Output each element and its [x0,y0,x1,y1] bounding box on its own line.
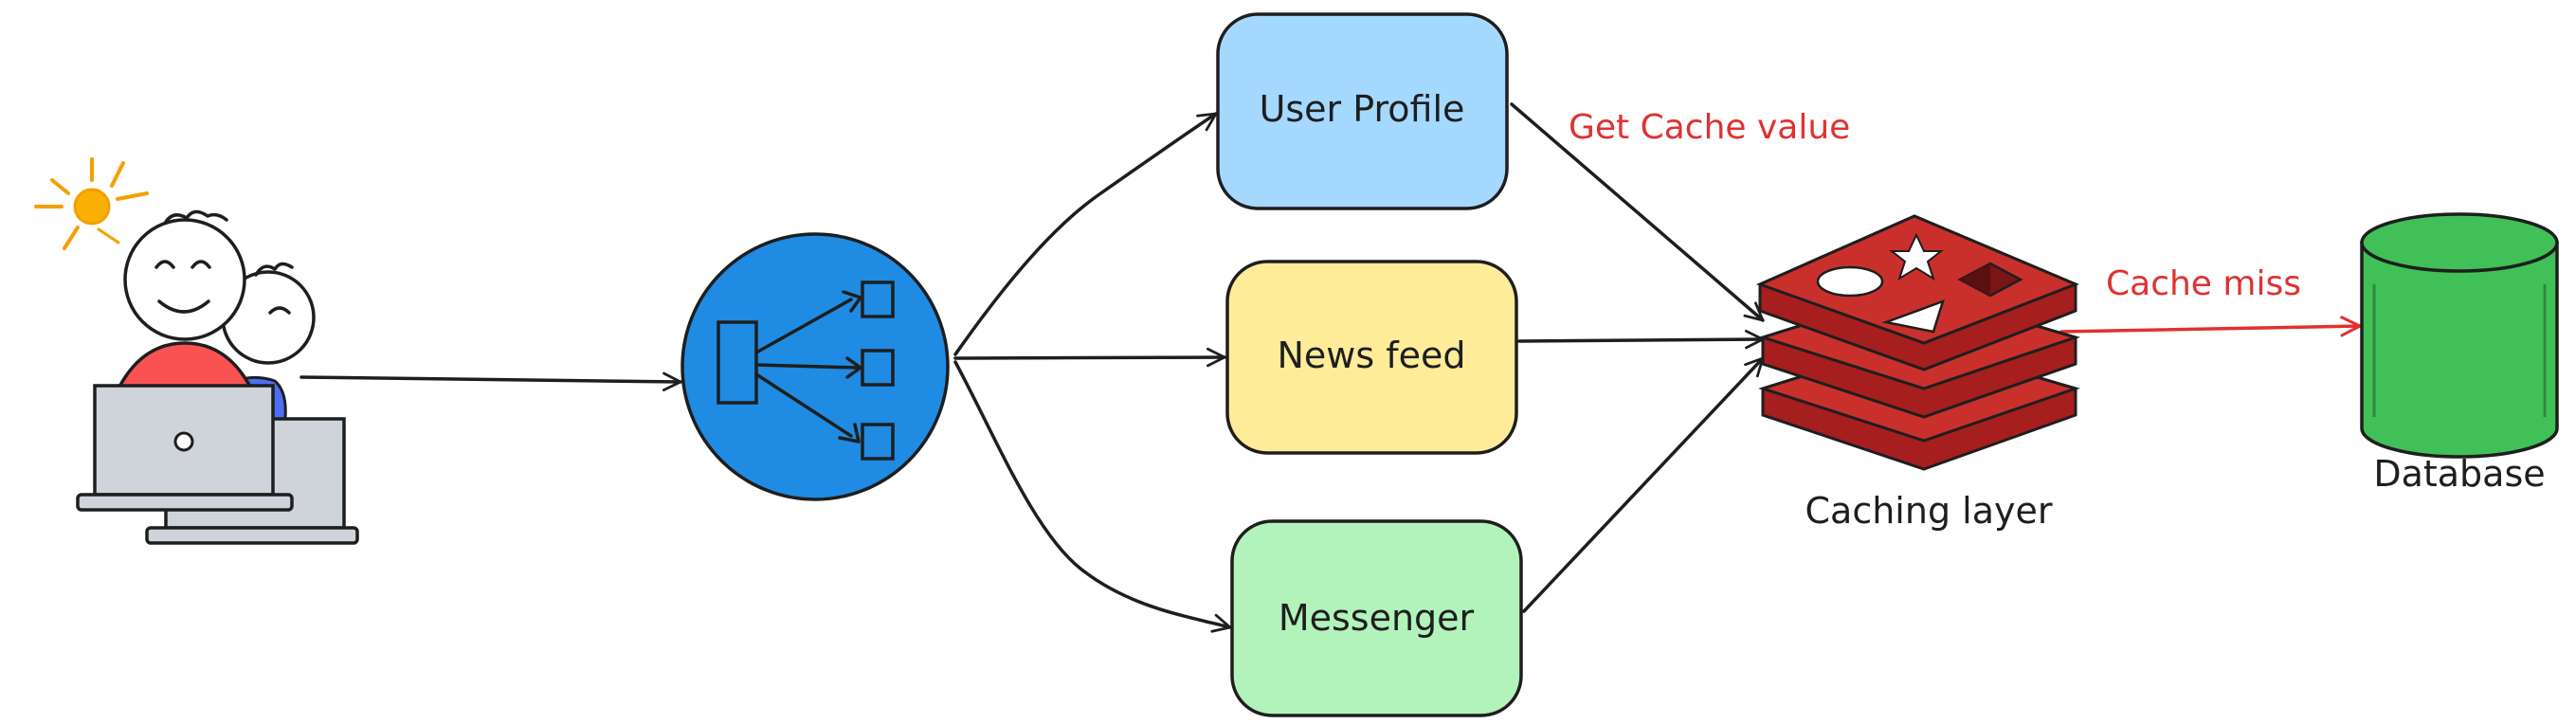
service-user-profile: User Profile [1216,12,1509,210]
service-box-bg [1230,519,1523,717]
arrow-user-to-load-balancer [299,371,682,391]
service-label: Messenger [1279,597,1475,639]
light-bulb-icon [34,157,149,250]
get-cache-value-label: Get Cache value [1569,108,1850,147]
arrow-user-profile-to-cache [1510,102,1765,322]
arrow-news-feed-to-cache [1517,329,1765,350]
service-messenger: Messenger [1230,519,1523,717]
connections [299,102,2362,633]
arrow-messenger-to-cache [1522,356,1765,613]
service-label: User Profile [1260,88,1465,130]
arrow-lb-to-news-feed [953,347,1226,368]
arrow-lb-to-messenger [953,360,1232,633]
cache-miss-label: Cache miss [2106,264,2301,303]
arrow-lb-to-user-profile [953,112,1218,356]
front-person [116,209,254,390]
cache-caption: Caching layer [1805,490,2053,532]
load-balancer-icon [680,232,950,501]
service-label: News feed [1277,335,1465,376]
service-box-bg [1225,260,1518,455]
database-cylinder-icon [2360,212,2559,459]
arrow-cache-to-database [2059,316,2362,337]
service-box-bg [1216,12,1509,210]
database-caption: Database [2373,453,2545,495]
redis-cache-icon [1755,214,2080,471]
front-laptop [76,384,294,512]
service-news-feed: News feed [1225,260,1518,455]
user-at-laptop-icon [34,157,359,545]
